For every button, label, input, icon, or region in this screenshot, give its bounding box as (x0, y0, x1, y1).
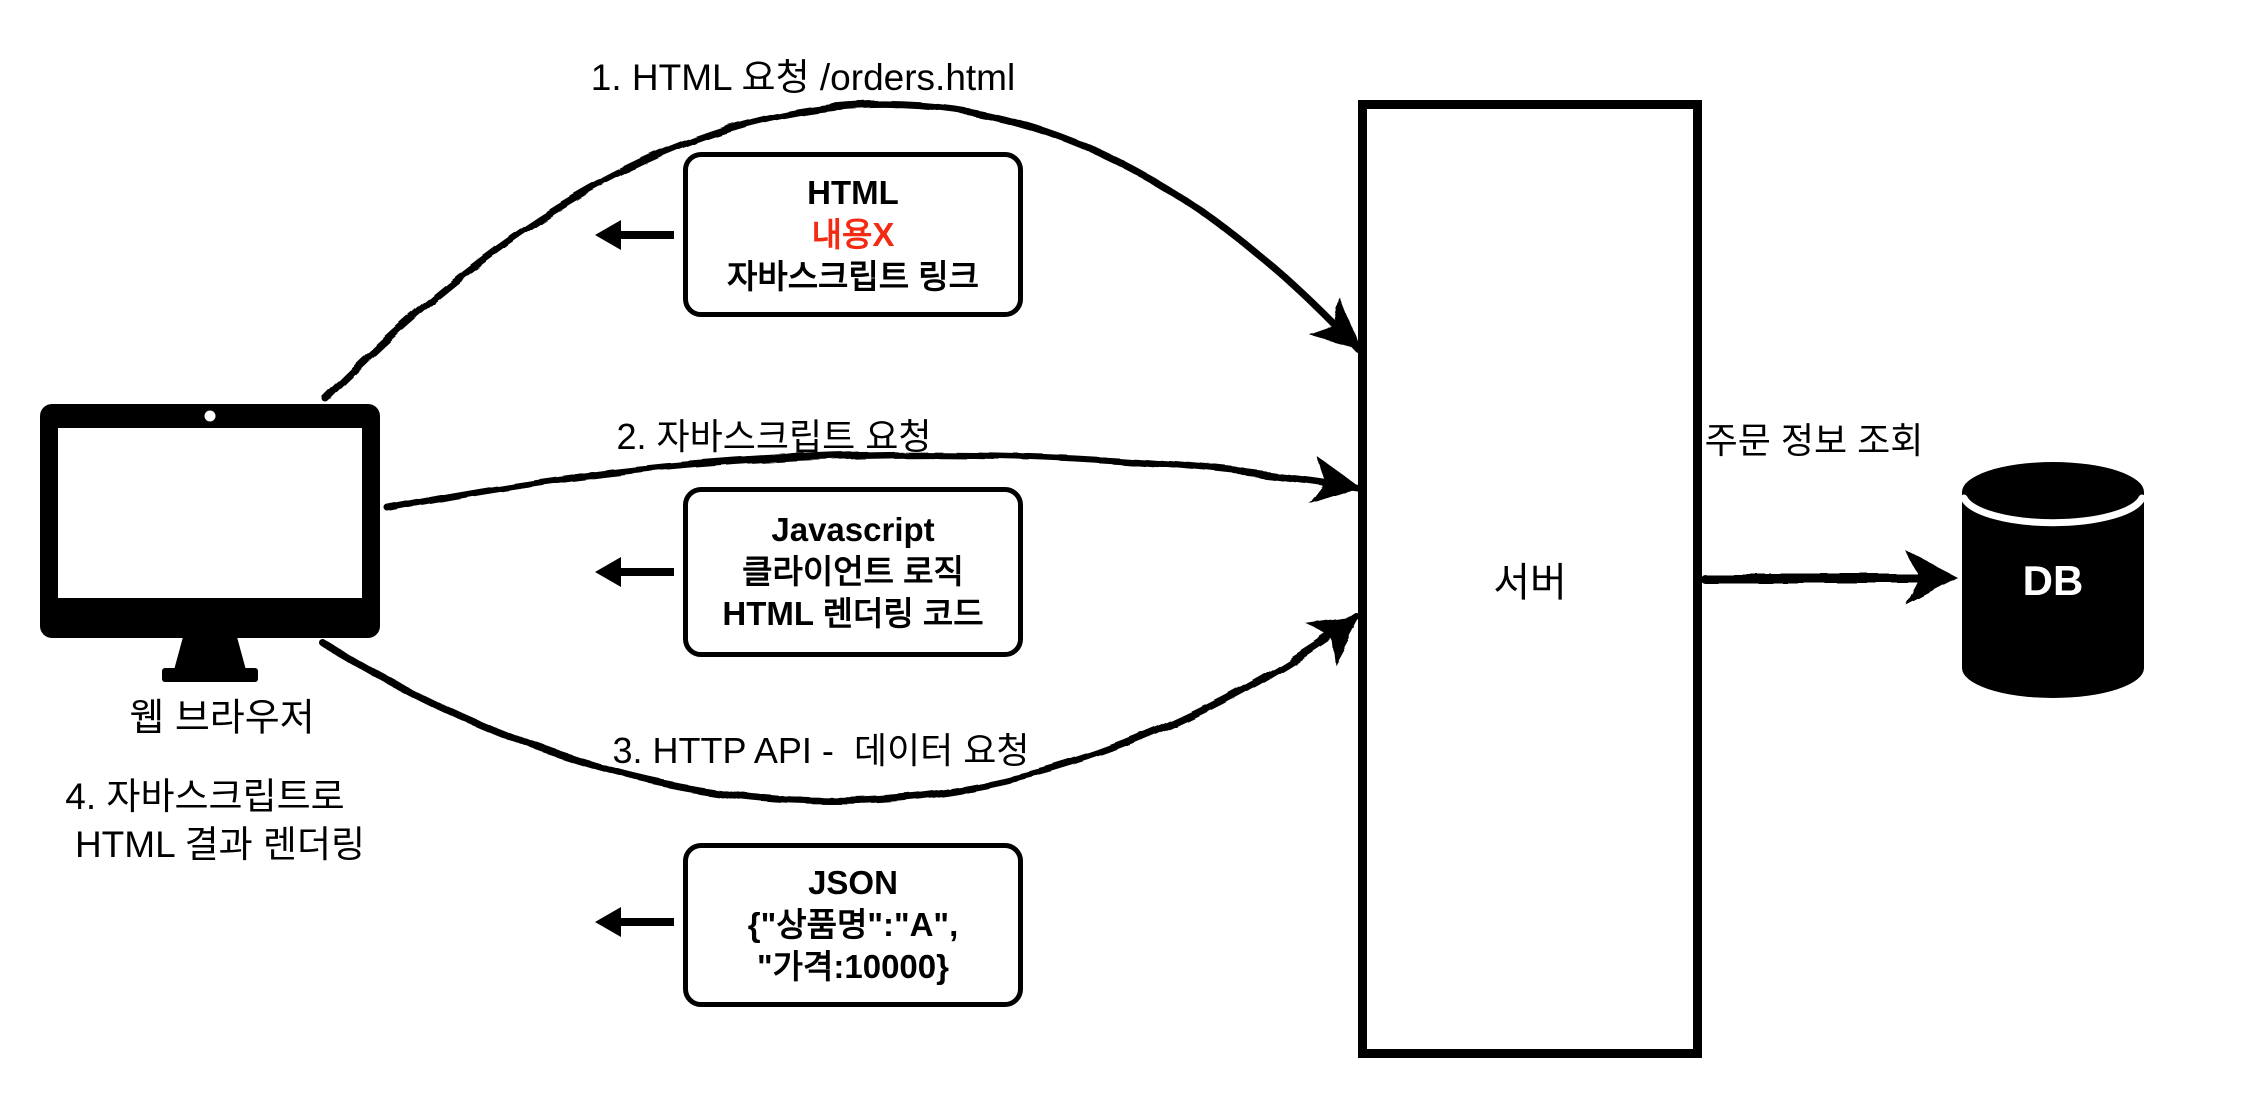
database-icon (1960, 462, 2146, 698)
response-arrow-2 (595, 557, 674, 587)
db-label: DB (2022, 557, 2084, 604)
request-arrowhead-3 (1306, 617, 1360, 665)
step4-label-line2: HTML 결과 렌더링 (74, 824, 366, 865)
db-query-arrowhead (1906, 551, 1958, 605)
response-box-json: JSON {"상품명":"A", "가격:10000} (683, 843, 1023, 1007)
step3-label: 3. HTTP API - 데이터 요청 (612, 730, 1030, 771)
response-box-json-line2: {"상품명":"A", (747, 906, 959, 943)
response-box-javascript-line1: Javascript (771, 511, 935, 548)
sketchy-arrows (318, 101, 1958, 805)
response-arrow-1 (595, 220, 674, 250)
response-arrow-3 (595, 907, 674, 937)
request-arc-1 (321, 101, 1361, 402)
request-arc-3 (318, 613, 1361, 805)
request-arc-2 (384, 450, 1361, 512)
db-query-label: 주문 정보 조회 (1704, 420, 1924, 461)
step1-label: 1. HTML 요청 /orders.html (590, 57, 1016, 98)
request-arrowhead-1 (1308, 298, 1360, 348)
response-box-html-line1: HTML (807, 173, 899, 211)
monitor-icon (40, 404, 380, 682)
request-arrowhead-2 (1308, 455, 1360, 504)
response-box-javascript-line3: HTML 렌더링 코드 (722, 595, 984, 632)
step4-label-line1: 4. 자바스크립트로 (65, 776, 345, 817)
response-box-html-line3: 자바스크립트 링크 (726, 257, 980, 295)
response-arrows (595, 220, 674, 937)
browser-label: 웹 브라우저 (129, 697, 315, 740)
server-box: 서버 (1358, 100, 1702, 1058)
response-box-html-line2-highlight: 내용X (811, 215, 895, 253)
response-box-json-line1: JSON (808, 864, 898, 901)
server-label: 서버 (1493, 561, 1567, 605)
step2-label: 2. 자바스크립트 요청 (616, 416, 932, 457)
response-box-json-line3: "가격:10000} (757, 948, 949, 985)
response-box-html: HTML 내용X 자바스크립트 링크 (683, 152, 1023, 317)
response-box-javascript-line2: 클라이언트 로직 (742, 553, 964, 590)
response-box-javascript: Javascript 클라이언트 로직 HTML 렌더링 코드 (683, 487, 1023, 657)
